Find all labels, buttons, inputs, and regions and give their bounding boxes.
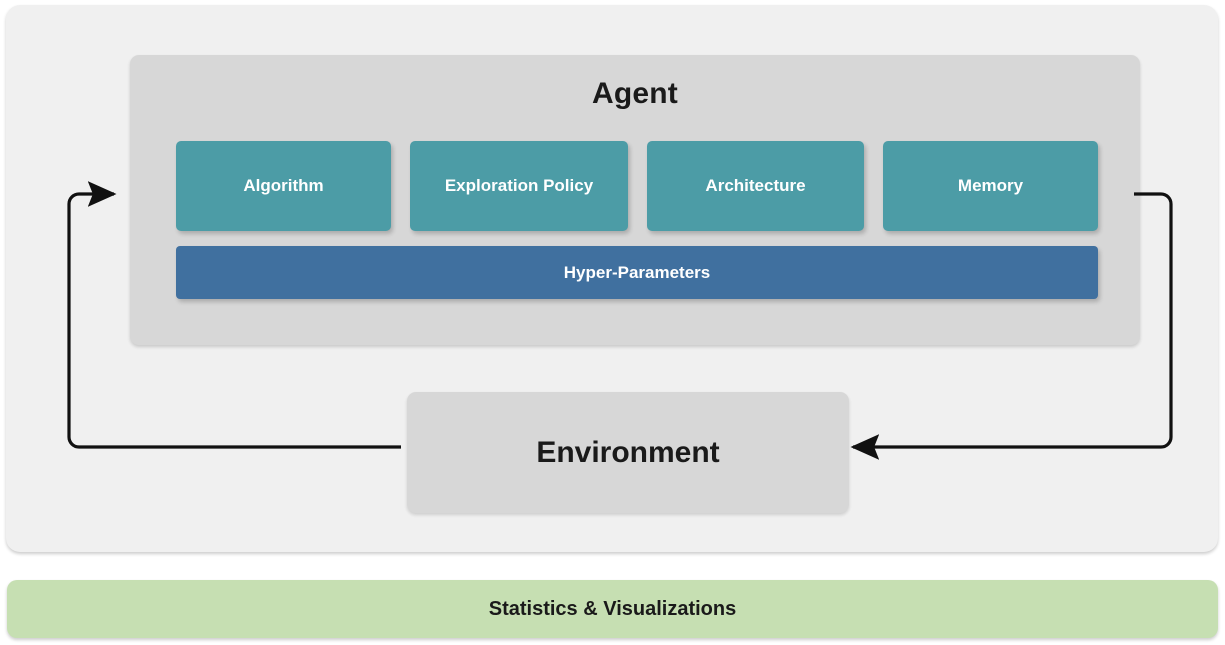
component-card-architecture[interactable]: Architecture [647,141,864,231]
agent-container[interactable]: Agent Algorithm Exploration Policy Archi… [130,55,1140,345]
environment-title: Environment [536,435,720,469]
hyper-parameters-bar[interactable]: Hyper-Parameters [176,246,1098,299]
agent-component-row: Algorithm Exploration Policy Architectur… [176,141,1098,231]
component-card-exploration-policy[interactable]: Exploration Policy [410,141,628,231]
statistics-bar-label: Statistics & Visualizations [488,597,737,620]
framework-panel: Agent Algorithm Exploration Policy Archi… [6,5,1218,552]
environment-container[interactable]: Environment [407,392,849,513]
component-card-algorithm[interactable]: Algorithm [176,141,391,231]
statistics-bar[interactable]: Statistics & Visualizations [7,580,1218,638]
component-card-memory[interactable]: Memory [883,141,1098,231]
agent-title: Agent [592,77,678,110]
